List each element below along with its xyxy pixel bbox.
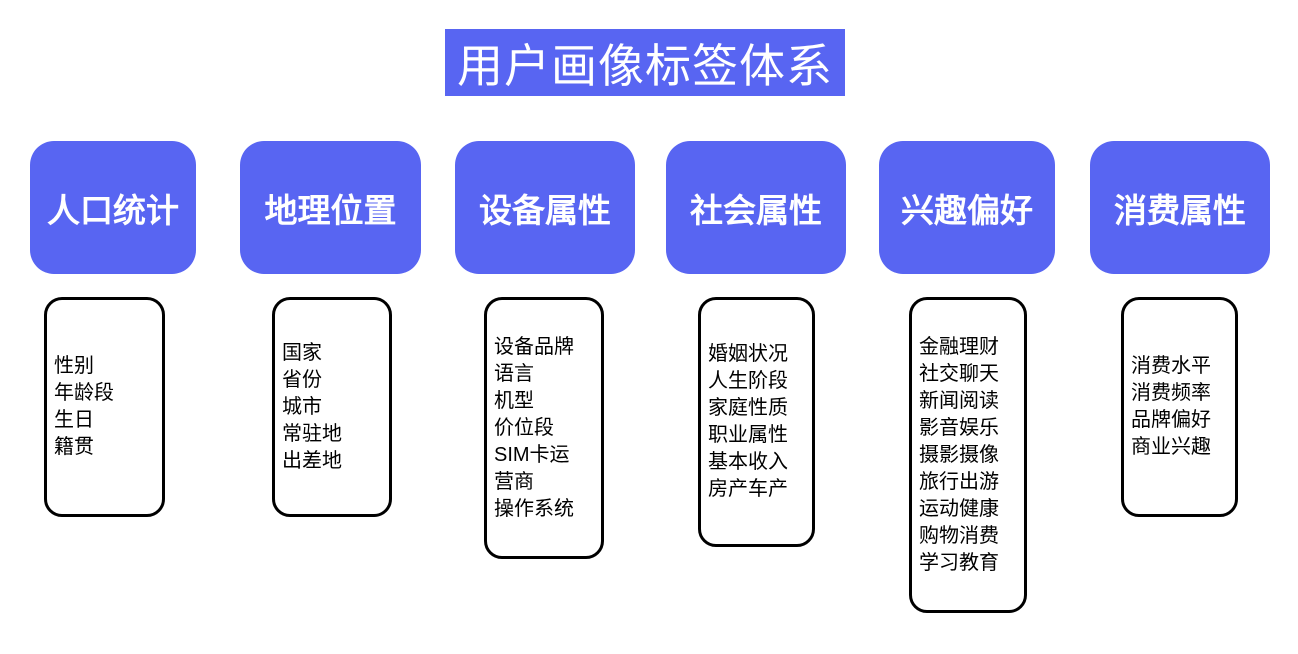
- tag-item: 语言: [494, 362, 534, 385]
- category-header-geolocation: 地理位置: [240, 141, 421, 274]
- tag-list-device-attributes: 设备品牌语言机型价位段 SIM卡运营商操作系统: [484, 297, 604, 559]
- category-header-demographics: 人口统计: [30, 141, 196, 274]
- tag-item: 摄影摄像: [919, 443, 999, 466]
- tag-item: 出差地: [282, 449, 342, 472]
- tag-list-demographics: 性别年龄段生日籍贯: [44, 297, 165, 517]
- tag-item: 职业属性: [708, 424, 788, 446]
- tag-item: 年龄段: [54, 382, 114, 404]
- category-header-device-attributes: 设备属性: [455, 141, 635, 274]
- category-header-social-attributes: 社会属性: [666, 141, 846, 274]
- tag-item: 消费频率: [1131, 382, 1211, 404]
- tag-item: 品牌偏好: [1131, 409, 1211, 431]
- tag-item: 机型: [494, 389, 534, 412]
- tag-item: 常驻地: [282, 422, 342, 445]
- tag-item: 消费水平: [1131, 355, 1211, 377]
- tag-item: 人生阶段: [708, 370, 788, 392]
- tag-item: 婚姻状况: [708, 343, 788, 365]
- tag-item: 运动健康: [919, 497, 999, 520]
- tag-item: SIM卡运: [494, 443, 570, 466]
- tag-item: 籍贯: [54, 436, 94, 458]
- tag-item: 学习教育: [919, 551, 999, 574]
- tag-list-interest-preferences: 金融理财社交聊天新闻阅读影音娱乐摄影摄像旅行出游运动健康购物消费学习教育: [909, 297, 1027, 613]
- tag-item: 国家: [282, 341, 322, 364]
- tag-item: 设备品牌: [494, 335, 574, 358]
- tag-item: 省份: [282, 368, 322, 391]
- tag-item: 生日: [54, 409, 94, 431]
- tag-item: 购物消费: [919, 524, 999, 547]
- tag-item: 营商: [494, 470, 534, 493]
- category-header-interest-preferences: 兴趣偏好: [879, 141, 1055, 274]
- tag-item: 社交聊天: [919, 362, 999, 385]
- page-title: 用户画像标签体系: [445, 29, 845, 96]
- tag-item: 影音娱乐: [919, 416, 999, 439]
- tag-item: 操作系统: [494, 497, 574, 520]
- tag-item: 金融理财: [919, 335, 999, 358]
- tag-item: 旅行出游: [919, 470, 999, 493]
- tag-item: 家庭性质: [708, 397, 788, 419]
- category-header-consumption-attributes: 消费属性: [1090, 141, 1270, 274]
- tag-item: 价位段: [494, 416, 554, 439]
- tag-item: 基本收入: [708, 451, 788, 473]
- tag-item: 性别: [54, 355, 94, 377]
- tag-item: 商业兴趣: [1131, 436, 1211, 458]
- tag-item: 城市: [282, 395, 322, 418]
- tag-item: 新闻阅读: [919, 389, 999, 412]
- tag-item: 房产车产: [708, 478, 788, 500]
- tag-list-consumption-attributes: 消费水平消费频率品牌偏好商业兴趣: [1121, 297, 1238, 517]
- tag-list-geolocation: 国家省份城市常驻地出差地: [272, 297, 392, 517]
- tag-list-social-attributes: 婚姻状况人生阶段家庭性质职业属性基本收入房产车产: [698, 297, 815, 547]
